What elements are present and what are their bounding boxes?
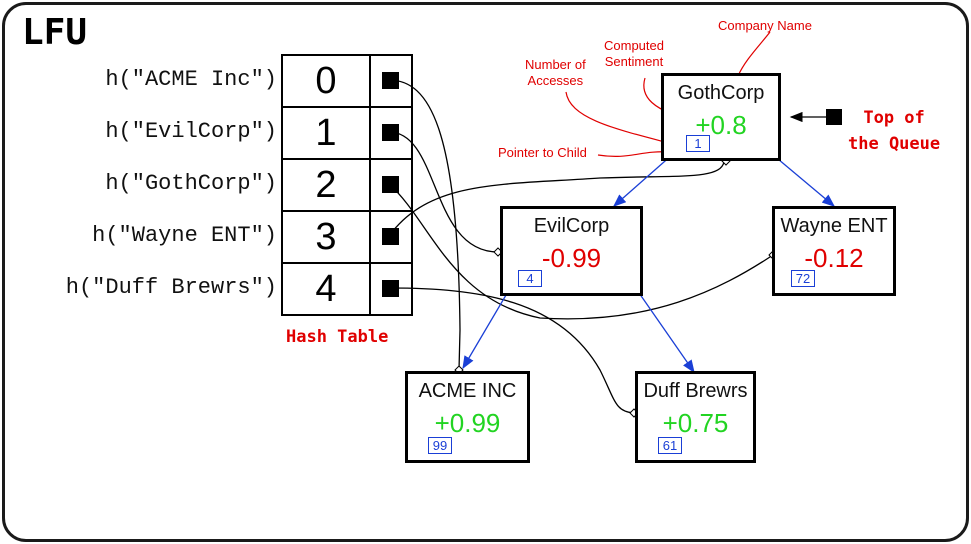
node-access-count: 4	[518, 270, 542, 287]
node-access-count: 61	[658, 437, 682, 454]
node-sentiment: -0.12	[804, 243, 864, 273]
node-name: EvilCorp	[533, 215, 610, 237]
hash-key-1: h("EvilCorp")	[105, 119, 277, 144]
pointer-wire-3	[388, 161, 725, 237]
node-name: Wayne ENT	[780, 215, 888, 237]
node-name: Duff Brewrs	[643, 380, 748, 402]
node-sentiment: +0.75	[662, 408, 729, 438]
hash-index-1: 1	[281, 106, 371, 160]
diagram-title: LFU	[22, 12, 88, 53]
hash-table-caption: Hash Table	[286, 327, 389, 347]
annotation-company-name: Company Name	[718, 18, 812, 33]
child-arrow-evil-duff	[636, 289, 695, 374]
pointer-wire-4	[388, 287, 635, 414]
node-sentiment: +0.99	[434, 408, 501, 438]
node-access-count: 1	[686, 135, 710, 152]
top-of-queue-label: Top of the Queue	[848, 108, 941, 154]
hash-index-3: 3	[281, 210, 371, 264]
node-evilcorp: EvilCorp -0.99 4	[500, 206, 643, 296]
hash-key-2: h("GothCorp")	[105, 171, 277, 196]
hash-key-4: h("Duff Brewrs")	[65, 275, 277, 300]
hash-pointer-4	[369, 262, 413, 316]
annotation-leader-accesses	[565, 91, 681, 147]
node-access-count: 72	[791, 270, 815, 287]
node-access-count: 99	[428, 437, 452, 454]
annotation-computed-sentiment: Computed Sentiment	[604, 38, 664, 69]
hash-key-0: h("ACME Inc")	[105, 67, 277, 92]
pointer-wire-1	[388, 131, 499, 253]
hash-index-0: 0	[281, 54, 371, 108]
hash-pointer-3	[369, 210, 413, 264]
node-name: ACME INC	[418, 380, 517, 402]
child-arrow-goth-evil	[613, 153, 674, 207]
annotation-leader-company	[737, 31, 771, 77]
hash-index-2: 2	[281, 158, 371, 212]
node-name: GothCorp	[677, 82, 765, 104]
top-of-queue-marker-icon	[826, 109, 842, 125]
child-arrow-goth-wayne	[771, 153, 835, 207]
annotation-pointer-to-child: Pointer to Child	[498, 145, 587, 160]
node-sentiment: -0.99	[541, 243, 602, 273]
node-acme-inc: ACME INC +0.99 99	[405, 371, 530, 463]
node-sentiment: +0.8	[695, 110, 747, 140]
child-arrow-evil-acme	[462, 289, 510, 370]
hash-key-3: h("Wayne ENT")	[92, 223, 277, 248]
pointer-wire-0	[388, 79, 461, 371]
node-wayne-ent: Wayne ENT -0.12 72	[772, 206, 896, 296]
pointer-wire-2	[388, 183, 774, 320]
node-gothcorp: GothCorp +0.8 1	[661, 73, 781, 161]
pointer-square-icon	[382, 228, 399, 245]
hash-index-4: 4	[281, 262, 371, 316]
node-duff-brewrs: Duff Brewrs +0.75 61	[635, 371, 756, 463]
annotation-number-of-accesses: Number of Accesses	[525, 57, 586, 88]
